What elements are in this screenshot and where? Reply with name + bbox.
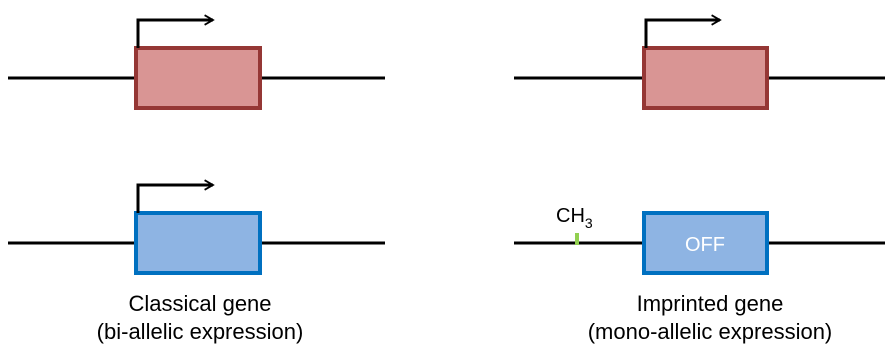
caption-subtitle: (bi-allelic expression) <box>96 319 304 344</box>
caption-subtitle: (mono-allelic expression) <box>587 319 833 344</box>
methyl-subscript: 3 <box>585 215 593 231</box>
transcription-arrow <box>136 179 215 213</box>
classical-gene-allele-2 <box>8 179 385 275</box>
gene-box-paternal <box>134 211 262 275</box>
transcription-arrow <box>644 14 722 48</box>
methyl-group-label: CH3 <box>556 205 593 231</box>
imprinted-gene-caption: Imprinted gene (mono-allelic expression) <box>560 290 860 346</box>
gene-box-maternal <box>642 46 769 110</box>
transcription-arrow <box>136 14 215 48</box>
classical-gene-allele-1 <box>8 14 385 110</box>
gene-box-paternal-off <box>642 211 769 275</box>
gene-box-maternal <box>134 46 262 110</box>
off-label: OFF <box>685 234 725 256</box>
caption-title: Imprinted gene <box>636 291 784 316</box>
caption-title: Classical gene <box>128 291 272 316</box>
methyl-ch: CH <box>556 205 585 227</box>
classical-gene-caption: Classical gene (bi-allelic expression) <box>60 290 340 346</box>
imprinted-gene-allele-2: OFF CH3 <box>514 205 885 275</box>
imprinted-gene-allele-1 <box>514 14 885 110</box>
